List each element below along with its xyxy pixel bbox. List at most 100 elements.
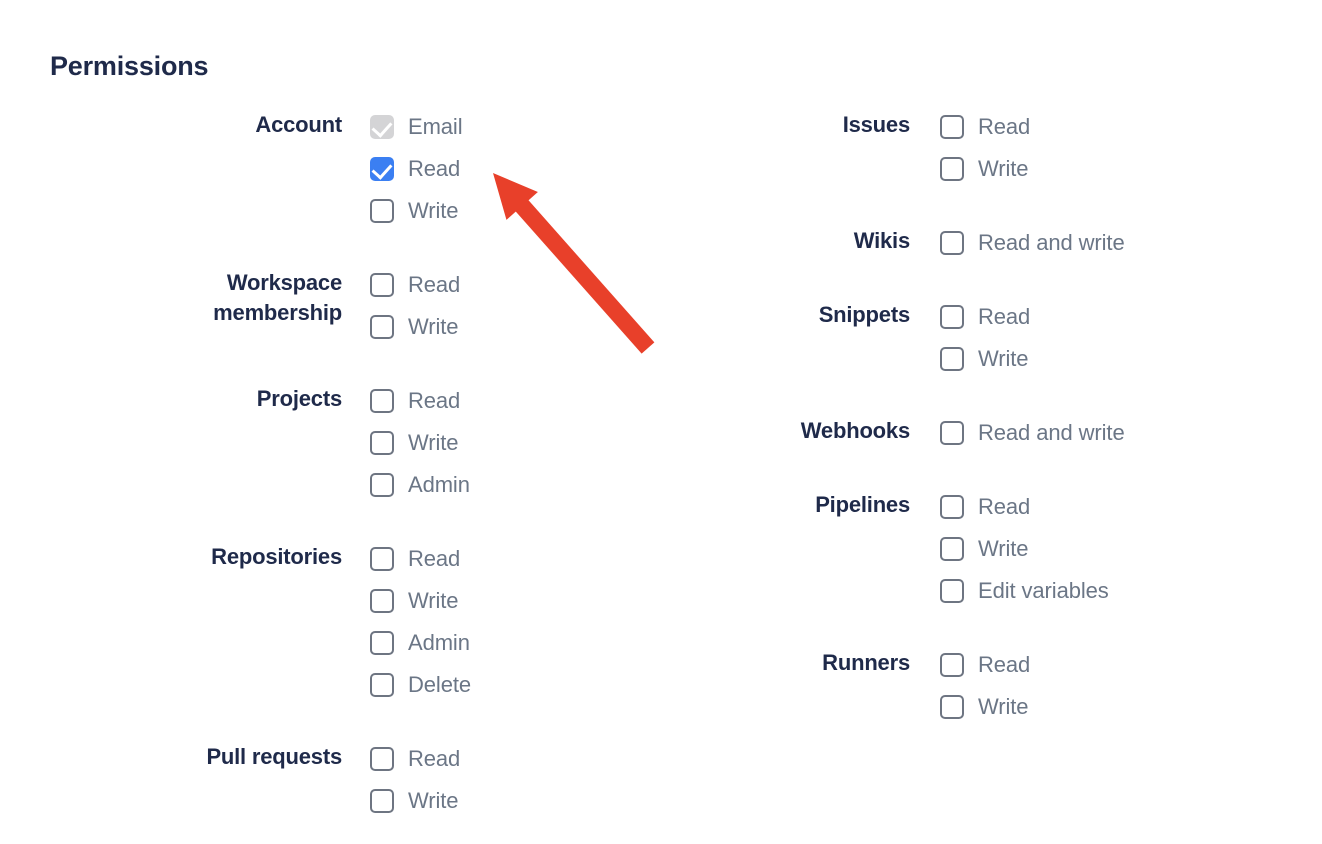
account-email-checkbox	[370, 115, 394, 139]
projects-read-label: Read	[408, 388, 461, 413]
permission-option-row[interactable]: Read	[940, 486, 1109, 528]
pull-requests-write-checkbox[interactable]	[370, 789, 394, 813]
account-write-label: Write	[408, 198, 459, 223]
workspace-membership-read-checkbox[interactable]	[370, 273, 394, 297]
permission-option-row[interactable]: Write	[370, 580, 471, 622]
workspace-membership-write-label: Write	[408, 314, 459, 339]
permission-option-row[interactable]: Write	[940, 686, 1030, 728]
repositories-admin-label: Admin	[408, 630, 470, 655]
runners-read-checkbox[interactable]	[940, 653, 964, 677]
permission-option-row[interactable]: Email	[370, 106, 463, 148]
permission-option-row[interactable]: Write	[370, 306, 460, 348]
permission-option-row[interactable]: Read	[370, 264, 460, 306]
projects-write-checkbox[interactable]	[370, 431, 394, 455]
repositories-read-checkbox[interactable]	[370, 547, 394, 571]
permission-option-row[interactable]: Delete	[370, 664, 471, 706]
snippets-read-label: Read	[978, 304, 1031, 329]
permission-option-row[interactable]: Write	[940, 528, 1109, 570]
permission-option-row[interactable]: Admin	[370, 622, 471, 664]
permission-option-row[interactable]: Write	[370, 422, 470, 464]
snippets-read-checkbox[interactable]	[940, 305, 964, 329]
issues-read-label: Read	[978, 114, 1031, 139]
page-title: Permissions	[50, 51, 209, 81]
workspace-membership-write-checkbox[interactable]	[370, 315, 394, 339]
issues-read-checkbox[interactable]	[940, 115, 964, 139]
pipelines-write-label: Write	[978, 536, 1029, 561]
permission-option-row[interactable]: Edit variables	[940, 570, 1109, 612]
permission-option-row[interactable]: Read	[370, 380, 470, 422]
pipelines-read-checkbox[interactable]	[940, 495, 964, 519]
permission-option-row[interactable]: Write	[940, 338, 1030, 380]
webhooks-read-and-write-checkbox[interactable]	[940, 421, 964, 445]
checkmark-icon	[371, 116, 393, 138]
repositories-delete-checkbox[interactable]	[370, 673, 394, 697]
permission-group-label: Webhooks	[800, 418, 910, 443]
permission-group-label: Pipelines	[815, 492, 910, 517]
pipelines-write-checkbox[interactable]	[940, 537, 964, 561]
permission-option-row[interactable]: Read and write	[940, 412, 1125, 454]
permission-option-row[interactable]: Read	[370, 148, 463, 190]
permission-option-row[interactable]: Read and write	[940, 222, 1125, 264]
wikis-read-and-write-checkbox[interactable]	[940, 231, 964, 255]
permission-group-label: Workspace membership	[213, 270, 342, 325]
account-write-checkbox[interactable]	[370, 199, 394, 223]
projects-write-label: Write	[408, 430, 459, 455]
issues-write-checkbox[interactable]	[940, 157, 964, 181]
permission-option-list: Read and write	[940, 412, 1125, 454]
projects-admin-label: Admin	[408, 472, 470, 497]
repositories-write-checkbox[interactable]	[370, 589, 394, 613]
pipelines-edit-variables-checkbox[interactable]	[940, 579, 964, 603]
permission-option-row[interactable]: Read	[370, 738, 460, 780]
snippets-write-label: Write	[978, 346, 1029, 371]
pipelines-read-label: Read	[978, 494, 1031, 519]
permission-option-row[interactable]: Read	[370, 538, 471, 580]
pull-requests-read-checkbox[interactable]	[370, 747, 394, 771]
projects-admin-checkbox[interactable]	[370, 473, 394, 497]
permission-group-label: Repositories	[211, 544, 342, 569]
repositories-admin-checkbox[interactable]	[370, 631, 394, 655]
wikis-read-and-write-label: Read and write	[978, 230, 1125, 255]
permission-option-row[interactable]: Write	[370, 190, 463, 232]
permission-option-row[interactable]: Write	[370, 780, 460, 822]
permission-group-label: Account	[255, 112, 342, 137]
checkmark-icon	[371, 158, 393, 180]
permission-option-row[interactable]: Read	[940, 296, 1030, 338]
permission-option-row[interactable]: Admin	[370, 464, 470, 506]
account-read-checkbox[interactable]	[370, 157, 394, 181]
permission-group-label: Projects	[256, 386, 342, 411]
repositories-write-label: Write	[408, 588, 459, 613]
account-read-label: Read	[408, 156, 461, 181]
pipelines-edit-variables-label: Edit variables	[978, 578, 1109, 603]
pull-requests-read-label: Read	[408, 746, 461, 771]
issues-write-label: Write	[978, 156, 1029, 181]
projects-read-checkbox[interactable]	[370, 389, 394, 413]
snippets-write-checkbox[interactable]	[940, 347, 964, 371]
webhooks-read-and-write-label: Read and write	[978, 420, 1125, 445]
permission-group-label: Pull requests	[206, 744, 342, 769]
permission-option-row[interactable]: Read	[940, 106, 1030, 148]
permission-option-row[interactable]: Write	[940, 148, 1030, 190]
permission-option-row[interactable]: Read	[940, 644, 1030, 686]
runners-write-checkbox[interactable]	[940, 695, 964, 719]
repositories-delete-label: Delete	[408, 672, 471, 697]
permission-group-label: Runners	[822, 650, 910, 675]
